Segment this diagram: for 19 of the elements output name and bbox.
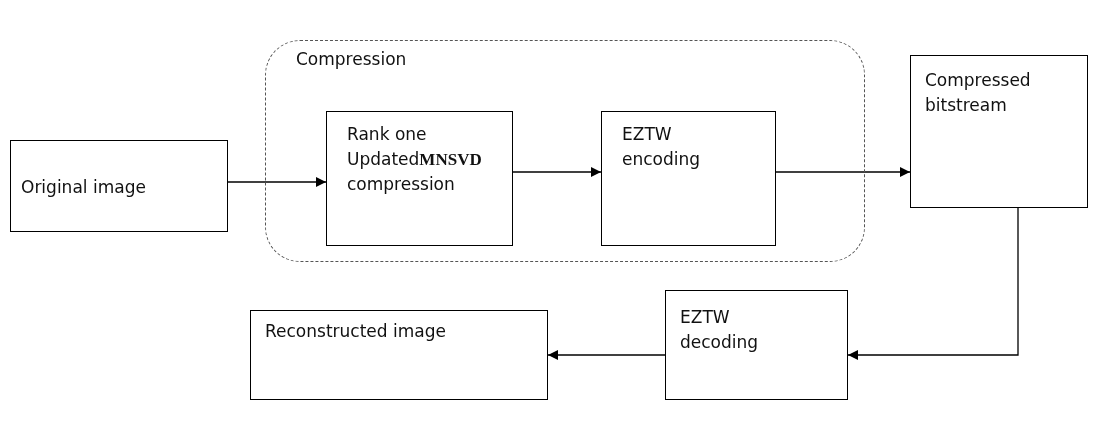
arrow bbox=[847, 207, 1019, 361]
process-box bbox=[601, 111, 776, 246]
box-label: EZTW encoding bbox=[622, 123, 702, 171]
process-box bbox=[665, 290, 848, 400]
dashed-group-border bbox=[265, 40, 865, 262]
arrow bbox=[775, 166, 911, 178]
arrow bbox=[547, 349, 666, 361]
process-box bbox=[910, 55, 1088, 208]
process-box bbox=[326, 111, 513, 246]
box-label: Original image bbox=[21, 175, 146, 199]
box-label: Rank one UpdatedMNSVD compression bbox=[347, 123, 483, 196]
box-label: EZTW decoding bbox=[680, 306, 760, 354]
box-label: Compressed bitstream bbox=[925, 69, 1032, 117]
box-label: Reconstructed image bbox=[265, 320, 446, 343]
process-box bbox=[10, 140, 228, 232]
process-box bbox=[250, 310, 548, 400]
arrow bbox=[227, 176, 327, 188]
group-label: Compression bbox=[296, 48, 407, 71]
arrow bbox=[512, 166, 602, 178]
